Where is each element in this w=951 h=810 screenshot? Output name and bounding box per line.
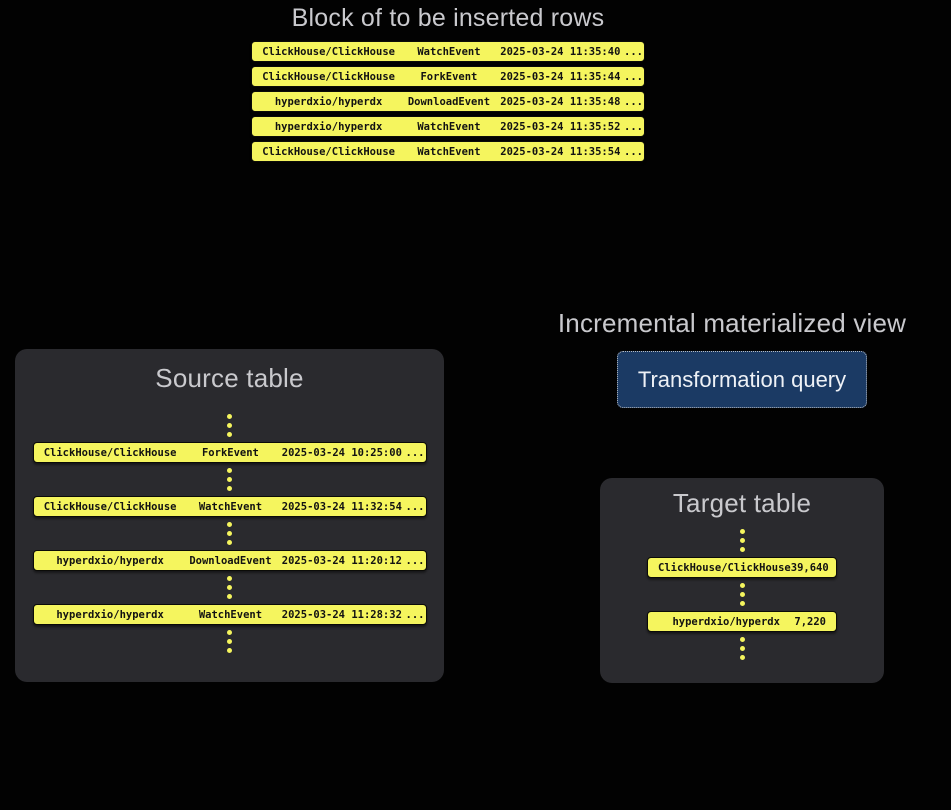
repo-cell: hyperdxio/hyperdx [672, 615, 780, 628]
source-row: ClickHouse/ClickHouse ForkEvent 2025-03-… [32, 442, 427, 463]
count-cell: 39,640 [790, 561, 829, 574]
repo-cell: hyperdxio/hyperdx [274, 120, 383, 133]
target-table-panel: Target table ClickHouse/ClickHouse 39,64… [600, 478, 884, 683]
vertical-ellipsis-icon [227, 414, 232, 437]
repo-cell: hyperdxio/hyperdx [56, 608, 164, 621]
event-cell: WatchEvent [198, 608, 263, 621]
vertical-ellipsis-icon [227, 468, 232, 491]
target-table-title: Target table [672, 488, 812, 518]
repo-cell: ClickHouse/ClickHouse [262, 70, 395, 83]
inserted-row: hyperdxio/hyperdx WatchEvent 2025-03-24 … [251, 116, 645, 137]
vertical-ellipsis-icon [739, 583, 745, 606]
timestamp-cell: 2025-03-24 11:28:32 [281, 608, 402, 621]
more-cell: ... [624, 95, 643, 108]
more-cell: ... [405, 446, 425, 459]
more-cell: ... [624, 45, 643, 58]
repo-cell: ClickHouse/ClickHouse [43, 446, 177, 459]
timestamp-cell: 2025-03-24 11:35:48 [500, 95, 621, 108]
target-row: hyperdxio/hyperdx 7,220 [647, 611, 837, 632]
source-row: hyperdxio/hyperdx WatchEvent 2025-03-24 … [32, 604, 427, 625]
inserted-row: hyperdxio/hyperdx DownloadEvent 2025-03-… [251, 91, 645, 112]
event-cell: WatchEvent [417, 120, 481, 133]
source-row: hyperdxio/hyperdx DownloadEvent 2025-03-… [32, 550, 427, 571]
repo-cell: ClickHouse/ClickHouse [658, 561, 791, 574]
more-cell: ... [624, 70, 643, 83]
vertical-ellipsis-icon [227, 630, 232, 653]
timestamp-cell: 2025-03-24 11:32:54 [281, 500, 402, 513]
event-cell: ForkEvent [420, 70, 478, 83]
vertical-ellipsis-icon [739, 637, 745, 660]
materialized-view-title: Incremental materialized view [557, 308, 907, 338]
source-table-title: Source table [155, 363, 304, 393]
source-table-panel: Source table ClickHouse/ClickHouse ForkE… [15, 349, 444, 682]
repo-cell: ClickHouse/ClickHouse [262, 45, 395, 58]
timestamp-cell: 2025-03-24 11:35:44 [500, 70, 621, 83]
timestamp-cell: 2025-03-24 10:25:00 [281, 446, 402, 459]
timestamp-cell: 2025-03-24 11:35:40 [500, 45, 621, 58]
insert-block-title: Block of to be inserted rows [291, 4, 605, 32]
repo-cell: hyperdxio/hyperdx [274, 95, 383, 108]
insert-block: Block of to be inserted rows ClickHouse/… [251, 2, 645, 162]
timestamp-cell: 2025-03-24 11:35:54 [500, 145, 621, 158]
repo-cell: hyperdxio/hyperdx [56, 554, 164, 567]
inserted-row: ClickHouse/ClickHouse WatchEvent 2025-03… [251, 41, 645, 62]
more-cell: ... [405, 608, 425, 621]
more-cell: ... [405, 554, 425, 567]
vertical-ellipsis-icon [227, 522, 232, 545]
transformation-query-button[interactable]: Transformation query [617, 351, 867, 408]
source-row: ClickHouse/ClickHouse WatchEvent 2025-03… [32, 496, 427, 517]
target-row: ClickHouse/ClickHouse 39,640 [647, 557, 837, 578]
event-cell: WatchEvent [198, 500, 263, 513]
inserted-row: ClickHouse/ClickHouse WatchEvent 2025-03… [251, 141, 645, 162]
more-cell: ... [405, 500, 425, 513]
event-cell: DownloadEvent [407, 95, 491, 108]
more-cell: ... [624, 145, 643, 158]
repo-cell: ClickHouse/ClickHouse [262, 145, 395, 158]
event-cell: ForkEvent [201, 446, 259, 459]
event-cell: DownloadEvent [189, 554, 272, 567]
count-cell: 7,220 [794, 615, 826, 628]
inserted-row: ClickHouse/ClickHouse ForkEvent 2025-03-… [251, 66, 645, 87]
timestamp-cell: 2025-03-24 11:20:12 [281, 554, 402, 567]
timestamp-cell: 2025-03-24 11:35:52 [500, 120, 621, 133]
vertical-ellipsis-icon [739, 529, 745, 552]
vertical-ellipsis-icon [227, 576, 232, 599]
event-cell: WatchEvent [417, 45, 481, 58]
more-cell: ... [624, 120, 643, 133]
insert-block-rows: ClickHouse/ClickHouse WatchEvent 2025-03… [251, 41, 645, 162]
repo-cell: ClickHouse/ClickHouse [43, 500, 177, 513]
event-cell: WatchEvent [417, 145, 481, 158]
